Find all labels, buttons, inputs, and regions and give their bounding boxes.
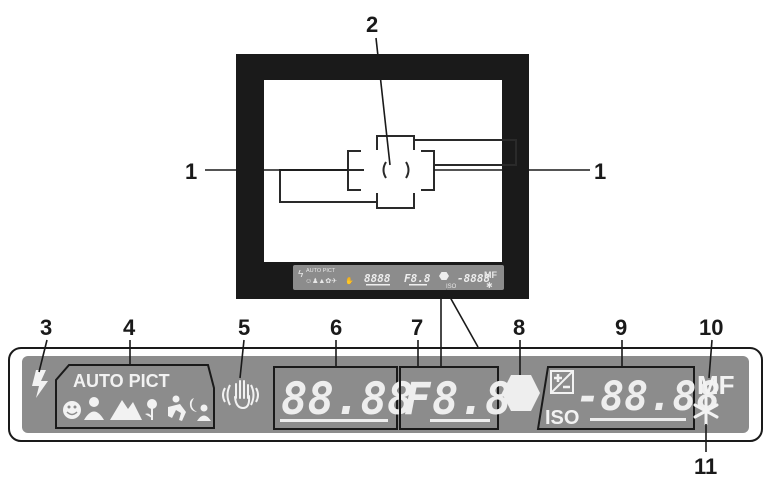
ae-lock-icon	[502, 375, 540, 411]
mini-ae-lock-icon	[439, 272, 449, 280]
callout-5: 5	[238, 315, 250, 340]
mini-aperture-value: F8.8	[404, 272, 431, 285]
mini-mf-label: MF	[484, 270, 497, 280]
portrait-smile-icon	[63, 401, 81, 419]
mini-ev-value: -8888	[457, 272, 490, 285]
callout-7: 7	[411, 315, 423, 340]
ev-compensation-icon	[550, 370, 574, 394]
af-indicator-icon	[693, 396, 719, 426]
callout-3: 3	[40, 315, 52, 340]
spot-metering-circle	[382, 161, 410, 179]
auto-pict-group: AUTO PICT	[55, 364, 215, 429]
landscape-icon	[110, 400, 142, 420]
callout-6: 6	[330, 315, 342, 340]
iso-label: ISO	[545, 407, 579, 429]
callout-10: 10	[699, 315, 723, 340]
callout-4: 4	[123, 315, 136, 340]
shutter-speed-group: 88.88	[273, 366, 413, 430]
callout-numbers: 1 2 1 3 4 5 6 7 8 9 10 11	[40, 12, 723, 479]
mini-shake-icon: ✋	[345, 276, 354, 285]
macro-flower-icon	[145, 399, 157, 420]
mini-scene-icons: ☺♟▲✿✈	[305, 277, 337, 285]
callout-1-right: 1	[594, 159, 606, 184]
lcd-panel: AUTO PICT	[8, 347, 763, 442]
mf-label: MF	[697, 370, 735, 400]
mini-shutter-value: 8888	[364, 272, 391, 285]
mini-lcd: ϟ AUTO PICT ☺♟▲✿✈ ✋ 8888 F8.8 -8888 ISO …	[293, 265, 504, 290]
scene-icons	[63, 395, 211, 421]
callout-2: 2	[366, 12, 378, 37]
mini-af-indicator: ✱	[486, 281, 493, 290]
auto-pict-label: AUTO PICT	[73, 371, 170, 391]
shake-reduction-icon	[222, 380, 259, 410]
ev-iso-group: ISO -88.88	[536, 366, 721, 430]
mini-flash-icon: ϟ	[298, 269, 304, 280]
mini-iso-label: ISO	[446, 284, 457, 290]
portrait-icon	[84, 397, 104, 420]
aperture-group: F 8.8	[399, 366, 511, 430]
aperture-value: 8.8	[432, 374, 511, 425]
mini-auto-pict-label: AUTO PICT	[306, 268, 336, 274]
ev-value: -88.88	[576, 374, 721, 420]
shutter-speed-value: 88.88	[281, 374, 413, 425]
sports-icon	[168, 395, 186, 421]
aperture-prefix: F	[404, 374, 432, 425]
flash-icon	[32, 370, 48, 398]
night-portrait-icon	[189, 398, 211, 421]
callout-11: 11	[694, 454, 717, 479]
callout-9: 9	[615, 315, 627, 340]
af-frame	[279, 135, 517, 209]
callout-1-left: 1	[185, 159, 197, 184]
callout-8: 8	[513, 315, 525, 340]
leader-lines	[38, 37, 713, 452]
